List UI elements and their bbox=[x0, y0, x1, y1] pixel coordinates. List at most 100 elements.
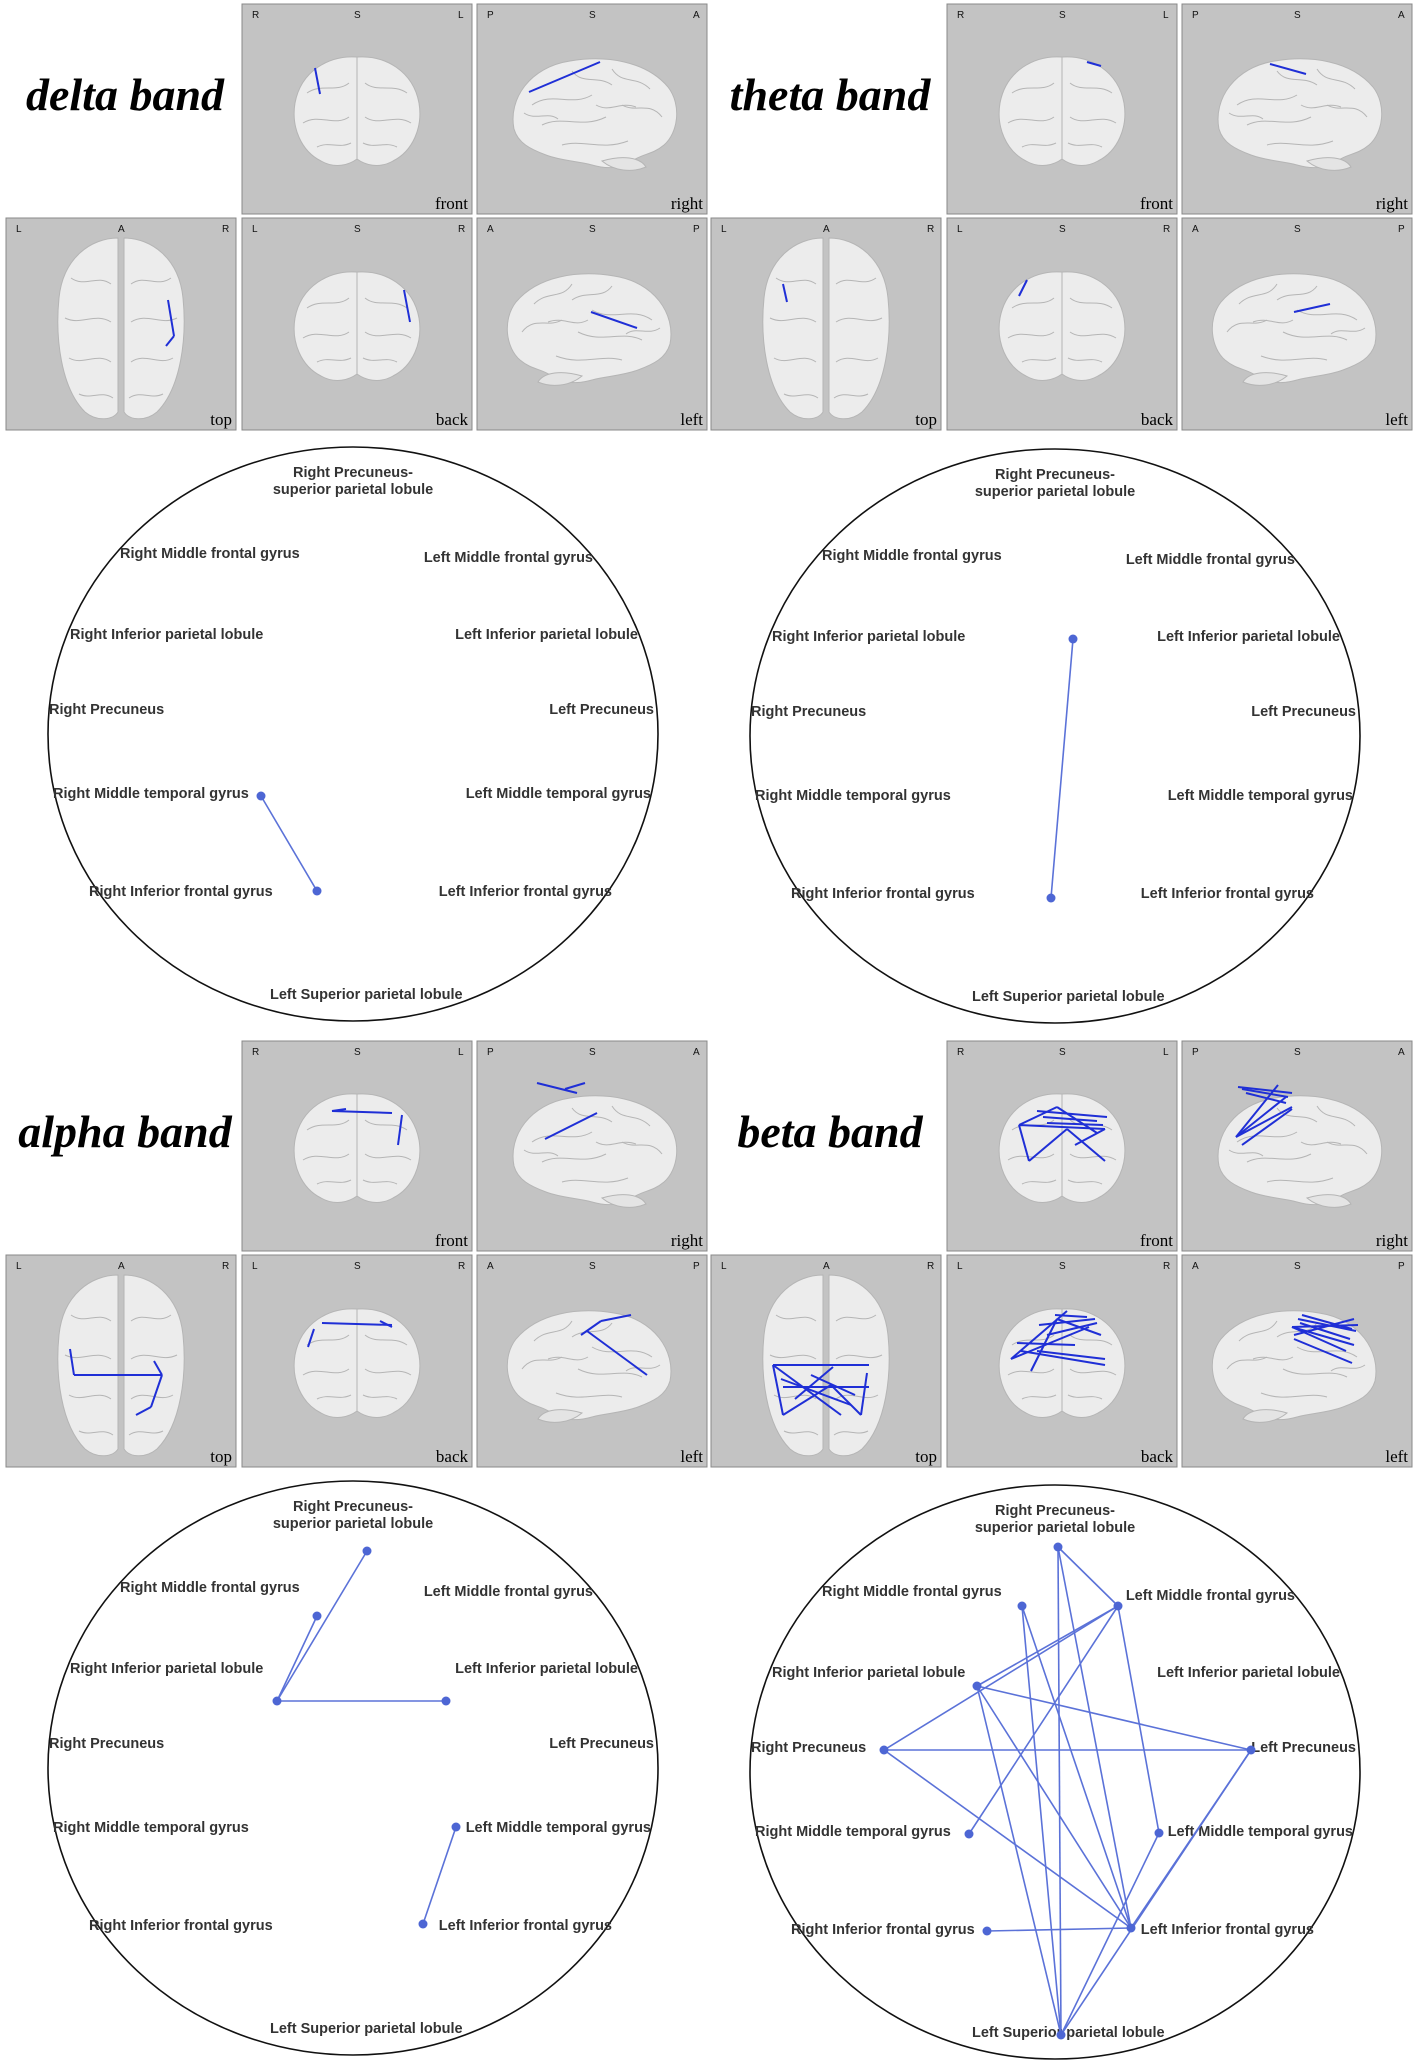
brain-fold bbox=[595, 1141, 637, 1146]
connection-3d bbox=[860, 1372, 868, 1416]
brain-fold bbox=[130, 1314, 172, 1322]
orientation-label: P bbox=[1192, 10, 1199, 21]
orientation-label: A bbox=[487, 224, 494, 235]
brain-axial-view bbox=[57, 237, 185, 420]
brain-fold bbox=[835, 317, 883, 323]
brain-fold bbox=[1021, 1179, 1057, 1185]
brain-fold bbox=[1021, 1394, 1057, 1400]
connection-3d bbox=[397, 1114, 403, 1146]
brain-surface bbox=[506, 1310, 672, 1421]
orientation-label: R bbox=[458, 1261, 465, 1272]
orientation-label: P bbox=[693, 1261, 700, 1272]
orientation-label: A bbox=[693, 1047, 700, 1058]
region-label: Left Superior parietal lobule bbox=[972, 2025, 1165, 2041]
brain-fold bbox=[364, 1119, 408, 1131]
brain-fold bbox=[1300, 1141, 1342, 1146]
brain-fold bbox=[835, 1314, 877, 1322]
region-label: Left Superior parietal lobule bbox=[270, 987, 463, 1003]
connection-edge bbox=[260, 795, 318, 892]
connection-3d bbox=[150, 1374, 163, 1408]
brain-fold bbox=[68, 357, 112, 363]
connectivity-circle: Right Precuneus-superior parietal lobule… bbox=[749, 448, 1361, 1024]
connection-edge bbox=[986, 1927, 1132, 1932]
brain-fold bbox=[521, 1356, 563, 1370]
region-node bbox=[362, 1546, 372, 1556]
brain-fold bbox=[611, 1105, 651, 1127]
connection-3d bbox=[528, 61, 601, 93]
view-label-right: right bbox=[1376, 1231, 1408, 1250]
brain-fold bbox=[306, 1334, 350, 1346]
brain-fold bbox=[128, 1430, 164, 1436]
brain-fold bbox=[78, 1430, 114, 1436]
connection-edge bbox=[883, 1605, 1119, 1751]
region-label: Right Middle frontal gyrus bbox=[120, 1580, 300, 1596]
region-node bbox=[418, 1919, 428, 1929]
circle-outline bbox=[749, 1484, 1361, 2060]
region-node bbox=[1046, 893, 1056, 903]
view-background bbox=[710, 217, 942, 431]
region-label-top-1: Right Precuneus- bbox=[995, 467, 1115, 483]
connection-3d bbox=[782, 1384, 832, 1416]
brain-fold bbox=[302, 1368, 350, 1376]
brain-fold bbox=[364, 297, 408, 309]
region-label: Right Inferior parietal lobule bbox=[772, 1665, 965, 1681]
orientation-label: A bbox=[1192, 224, 1199, 235]
brain-axial-view bbox=[762, 237, 890, 420]
connection-3d bbox=[379, 1320, 393, 1328]
orientation-label: R bbox=[222, 224, 229, 235]
brain-fold bbox=[531, 1131, 593, 1143]
brain-fold bbox=[783, 1430, 819, 1436]
connection-3d bbox=[1046, 1322, 1098, 1336]
brain-fold bbox=[1069, 1368, 1117, 1376]
brain-fold bbox=[364, 1334, 408, 1346]
region-label-top-2: superior parietal lobule bbox=[273, 1516, 433, 1532]
brain-fold bbox=[64, 317, 112, 323]
brain-fold bbox=[555, 355, 623, 361]
brain-fold bbox=[547, 319, 589, 324]
region-label: Left Middle frontal gyrus bbox=[1126, 1588, 1295, 1604]
brain-fold bbox=[70, 277, 112, 285]
orientation-label: A bbox=[487, 1261, 494, 1272]
brain-fold bbox=[128, 393, 164, 399]
connection-edge bbox=[1057, 1546, 1119, 1607]
connection-3d bbox=[772, 1364, 784, 1416]
region-label: Left Inferior frontal gyrus bbox=[1141, 886, 1314, 902]
connection-3d bbox=[1054, 1314, 1088, 1318]
connection-3d bbox=[165, 335, 175, 347]
orientation-label: S bbox=[589, 1261, 596, 1272]
connection-3d bbox=[167, 299, 175, 337]
region-label: Left Inferior parietal lobule bbox=[1157, 629, 1340, 645]
orientation-label: L bbox=[957, 224, 963, 235]
brain-fold bbox=[1226, 319, 1268, 333]
connection-edge bbox=[976, 1685, 1132, 1929]
connection-3d bbox=[536, 1082, 578, 1094]
region-label-top-2: superior parietal lobule bbox=[975, 1520, 1135, 1536]
view-label-back: back bbox=[436, 1447, 469, 1466]
connection-edge bbox=[968, 1605, 1119, 1835]
brain-fold bbox=[78, 393, 114, 399]
connection-3d bbox=[1299, 1322, 1351, 1340]
view-background bbox=[5, 1254, 237, 1468]
brain-fold bbox=[1007, 331, 1055, 339]
connection-edge bbox=[976, 1685, 1062, 2036]
connection-3d bbox=[1297, 1318, 1357, 1332]
brain-fold bbox=[1296, 1346, 1358, 1358]
left-hemisphere bbox=[57, 237, 119, 420]
view-label-front: front bbox=[1140, 1231, 1173, 1250]
region-node bbox=[1246, 1745, 1256, 1755]
brain-fold bbox=[561, 140, 629, 146]
orientation-label: A bbox=[1398, 1047, 1405, 1058]
orientation-label: R bbox=[927, 1261, 934, 1272]
connection-3d bbox=[1028, 1128, 1068, 1162]
brain-side-view bbox=[512, 1095, 678, 1208]
connection-3d bbox=[1293, 1338, 1353, 1364]
view-label-back: back bbox=[436, 410, 469, 429]
connectivity-circle: Right Precuneus-superior parietal lobule… bbox=[47, 446, 659, 1022]
brain-fold bbox=[591, 1346, 653, 1358]
connection-3d bbox=[1291, 1326, 1347, 1352]
